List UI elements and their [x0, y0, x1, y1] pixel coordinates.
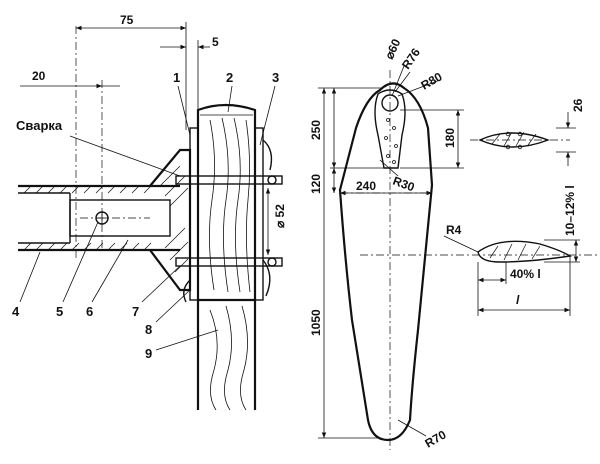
dim-l: l [516, 293, 520, 307]
dim-r80: R80 [419, 69, 445, 92]
root-section [470, 112, 576, 166]
dim-d52: ⌀ 52 [273, 204, 287, 228]
dim-r70: R70 [423, 427, 449, 450]
part-2: 2 [226, 70, 233, 85]
dim-r4: R4 [446, 223, 462, 237]
part-leaders [19, 85, 276, 351]
part-1: 1 [173, 70, 180, 85]
dim-r76: R76 [399, 45, 423, 71]
part-4: 4 [12, 304, 20, 319]
blade-dimensions [318, 65, 464, 439]
hub-assembly [18, 26, 283, 411]
dim-r30: R30 [391, 174, 417, 195]
blade-outline [338, 70, 600, 450]
dim-180: 180 [443, 128, 457, 148]
through-bolts [175, 175, 283, 267]
part-7: 7 [132, 304, 139, 319]
part-8: 8 [145, 322, 152, 337]
dim-240: 240 [356, 179, 376, 193]
dim-75: 75 [120, 13, 134, 27]
dim-d60: ⌀60 [382, 36, 404, 61]
part-6: 6 [86, 304, 93, 319]
part-9: 9 [145, 346, 152, 361]
dim-120: 120 [309, 174, 323, 194]
dim-20: 20 [32, 69, 46, 83]
dim-40-pct: 40% l [510, 267, 541, 281]
part-3: 3 [272, 70, 279, 85]
dim-5: 5 [212, 35, 219, 49]
dim-26: 26 [571, 98, 585, 112]
tip-section [443, 235, 580, 316]
dim-10-12-pct: 10–12% l [563, 185, 577, 236]
weld-label: Сварка [16, 118, 63, 133]
hub-dimensions [20, 22, 210, 130]
dim-250: 250 [309, 120, 323, 140]
dim-1050: 1050 [309, 309, 323, 336]
part-5: 5 [56, 304, 63, 319]
